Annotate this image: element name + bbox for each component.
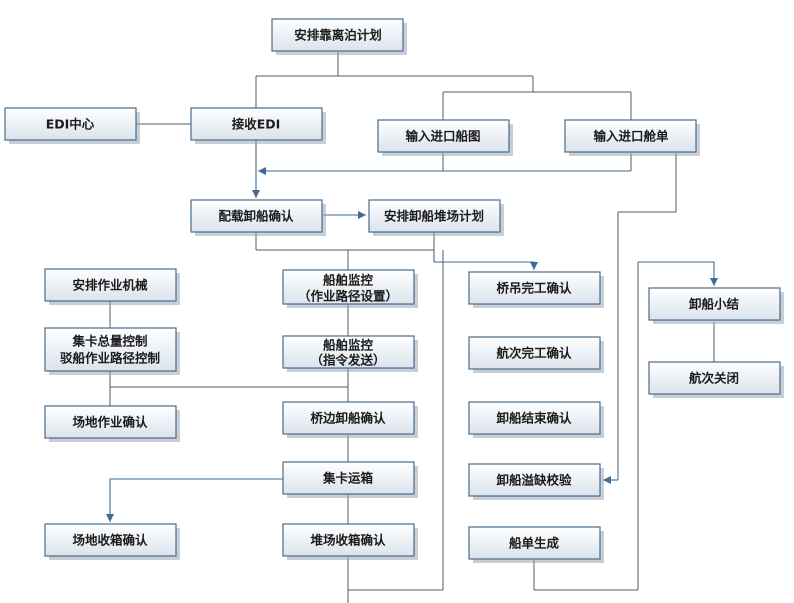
node-input-manifest-label: 输入进口舱单 xyxy=(593,129,669,144)
node-unload-summary[interactable]: 卸船小结 xyxy=(648,287,784,324)
node-manifest-generate-label: 船单生成 xyxy=(509,536,560,551)
node-truck-transport-label: 集卡运箱 xyxy=(322,471,374,486)
node-voyage-finish-confirm[interactable]: 航次完工确认 xyxy=(468,336,604,373)
node-input-manifest[interactable]: 输入进口舱单 xyxy=(564,119,700,156)
node-quay-unload-confirm[interactable]: 桥边卸船确认 xyxy=(282,401,418,438)
node-plan-berth[interactable]: 安排靠离泊计划 xyxy=(271,18,407,55)
node-voyage-close-label: 航次关闭 xyxy=(689,371,739,386)
node-voyage-close[interactable]: 航次关闭 xyxy=(648,361,784,398)
node-stack-receive-confirm-label: 堆场收箱确认 xyxy=(310,533,386,548)
node-truck-control-label-2: 驳船作业路径控制 xyxy=(60,351,160,366)
node-overflow-check-label: 卸船溢缺校验 xyxy=(496,473,572,488)
node-quay-unload-confirm-label: 桥边卸船确认 xyxy=(310,411,386,426)
node-overflow-check[interactable]: 卸船溢缺校验 xyxy=(468,463,604,500)
node-truck-transport[interactable]: 集卡运箱 xyxy=(282,461,418,498)
node-input-bay-plan-label: 输入进口船图 xyxy=(405,129,480,144)
node-voyage-finish-confirm-label: 航次完工确认 xyxy=(496,346,572,361)
node-monitor-cmd-label-2: （指令发送） xyxy=(310,353,385,368)
node-yard-receive-confirm[interactable]: 场地收箱确认 xyxy=(44,523,180,560)
node-manifest-generate[interactable]: 船单生成 xyxy=(468,526,604,563)
node-truck-control[interactable]: 集卡总量控制 驳船作业路径控制 xyxy=(44,327,180,375)
node-edi-center-label: EDI中心 xyxy=(46,117,95,132)
node-unload-end-confirm[interactable]: 卸船结束确认 xyxy=(468,401,604,438)
node-crane-finish-confirm[interactable]: 桥吊完工确认 xyxy=(468,271,604,308)
node-monitor-route[interactable]: 船舶监控 （作业路径设置） xyxy=(282,269,418,308)
node-unload-end-confirm-label: 卸船结束确认 xyxy=(496,411,572,426)
node-yard-job-confirm[interactable]: 场地作业确认 xyxy=(44,405,180,442)
node-unload-summary-label: 卸船小结 xyxy=(689,297,740,312)
node-truck-control-label-1: 集卡总量控制 xyxy=(71,334,147,349)
node-receive-edi-label: 接收EDI xyxy=(232,117,281,132)
node-monitor-cmd[interactable]: 船舶监控 （指令发送） xyxy=(282,335,418,372)
node-plan-berth-label: 安排靠离泊计划 xyxy=(294,28,382,43)
node-arrange-machinery[interactable]: 安排作业机械 xyxy=(44,268,180,305)
node-monitor-route-label-1: 船舶监控 xyxy=(323,273,374,288)
node-receive-edi[interactable]: 接收EDI xyxy=(190,107,326,144)
node-stack-receive-confirm[interactable]: 堆场收箱确认 xyxy=(282,523,418,560)
node-yard-receive-confirm-label: 场地收箱确认 xyxy=(72,533,148,548)
node-plan-yard[interactable]: 安排卸船堆场计划 xyxy=(368,199,504,236)
node-arrange-machinery-label: 安排作业机械 xyxy=(72,278,148,293)
node-input-bay-plan[interactable]: 输入进口船图 xyxy=(377,119,513,156)
node-edi-center[interactable]: EDI中心 xyxy=(4,107,140,144)
node-monitor-cmd-label-1: 船舶监控 xyxy=(323,338,374,353)
connectors xyxy=(106,52,718,603)
node-yard-job-confirm-label: 场地作业确认 xyxy=(72,415,148,430)
node-monitor-route-label-2: （作业路径设置） xyxy=(298,289,398,304)
node-confirm-stowage-label: 配载卸船确认 xyxy=(218,209,294,224)
node-plan-yard-label: 安排卸船堆场计划 xyxy=(384,209,484,224)
node-confirm-stowage[interactable]: 配载卸船确认 xyxy=(190,199,326,236)
node-crane-finish-confirm-label: 桥吊完工确认 xyxy=(496,281,572,296)
